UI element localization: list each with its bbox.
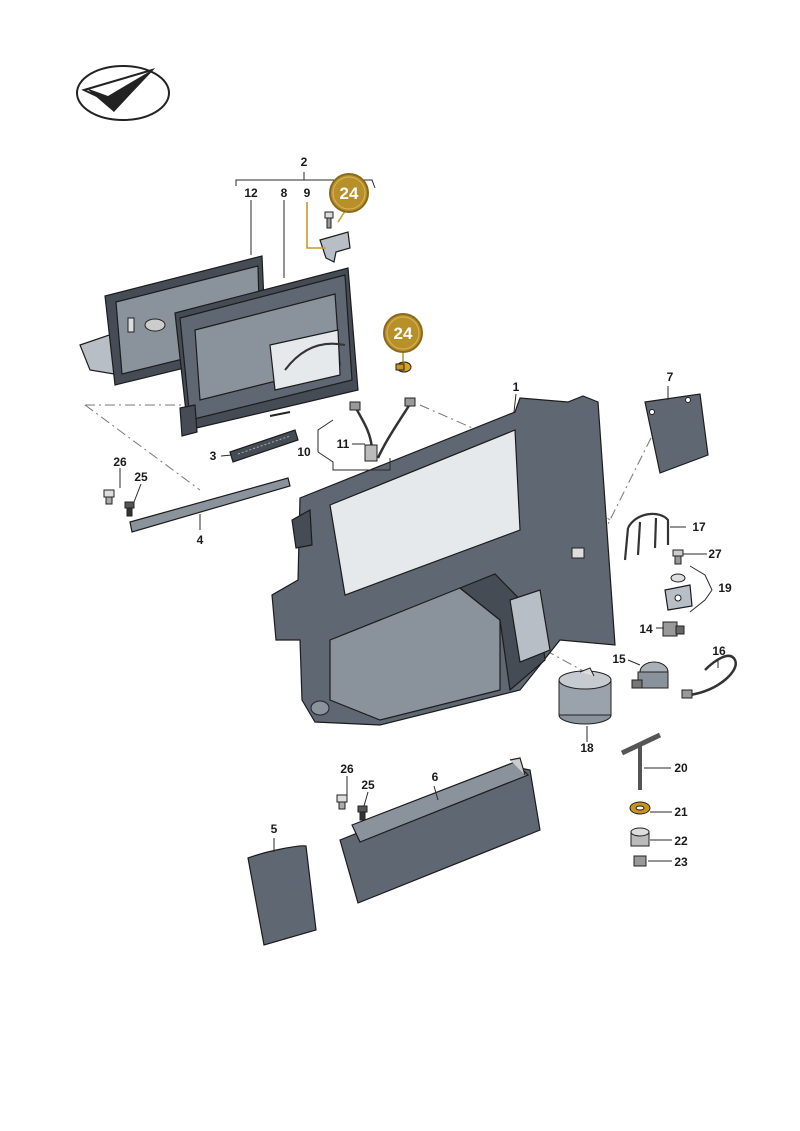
part-9-clip	[319, 211, 351, 263]
part-18-canister	[558, 667, 612, 725]
callout-27: 27	[708, 547, 722, 561]
part-26-screw-upper	[103, 489, 115, 505]
callout-19: 19	[718, 581, 732, 595]
callout-2: 2	[301, 155, 308, 169]
callout-18: 18	[580, 741, 594, 755]
callout-26-lower: 26	[340, 762, 354, 776]
callout-15: 15	[612, 652, 626, 666]
part-5-corner-piece	[247, 845, 317, 946]
callout-11: 11	[337, 437, 350, 451]
part-23-nut	[633, 855, 647, 867]
part-8-frame	[174, 267, 359, 437]
part-10-11-wiring	[349, 397, 416, 462]
part-1-side-trim	[271, 395, 616, 726]
badge-24-lower[interactable]: 24	[383, 313, 423, 353]
part-19-bracket-set	[664, 573, 693, 611]
leader-lines	[119, 172, 719, 862]
callout-labels: 2 12 8 9 1 7 10 11 3 26 25 4 17 27 19 14…	[113, 155, 732, 869]
badge-24-lower-text: 24	[394, 324, 413, 343]
part-7-cover	[644, 393, 709, 474]
part-21-washer	[629, 801, 651, 815]
callout-20: 20	[674, 761, 688, 775]
part-24-screw	[395, 361, 412, 373]
callout-1: 1	[513, 380, 520, 394]
part-17-bracket	[623, 512, 670, 561]
badge-24-upper[interactable]: 24	[329, 173, 369, 213]
callout-6: 6	[432, 770, 439, 784]
part-25-screw-lower	[357, 805, 368, 821]
part-14-connector	[662, 621, 685, 637]
part-26-screw-lower	[336, 794, 348, 810]
callout-3: 3	[210, 449, 217, 463]
part-22-nut	[630, 827, 650, 847]
callout-10: 10	[297, 445, 311, 459]
callout-16: 16	[712, 644, 726, 658]
part-20-handle	[620, 732, 662, 790]
callout-17: 17	[692, 520, 706, 534]
part-15-pump	[631, 661, 669, 689]
callout-25-lower: 25	[361, 778, 375, 792]
callout-23: 23	[674, 855, 688, 869]
brand-logo-icon	[76, 65, 170, 121]
callout-12: 12	[244, 186, 258, 200]
part-3-strip	[229, 429, 299, 463]
callout-26-upper: 26	[113, 455, 127, 469]
callout-7: 7	[667, 370, 674, 384]
part-27-bolt	[672, 549, 684, 565]
callout-9: 9	[304, 186, 311, 200]
part-16-cable	[681, 654, 737, 699]
callout-5: 5	[271, 822, 278, 836]
callout-14: 14	[639, 622, 653, 636]
callout-22: 22	[674, 834, 688, 848]
part-6-lower-trim	[339, 757, 541, 904]
callout-8: 8	[281, 186, 288, 200]
part-4-long-strip	[129, 477, 291, 533]
callout-25-upper: 25	[134, 470, 148, 484]
part-25-screw-upper	[124, 501, 135, 517]
callout-4: 4	[197, 533, 204, 547]
badge-24-upper-text: 24	[340, 184, 359, 203]
callout-21: 21	[674, 805, 688, 819]
